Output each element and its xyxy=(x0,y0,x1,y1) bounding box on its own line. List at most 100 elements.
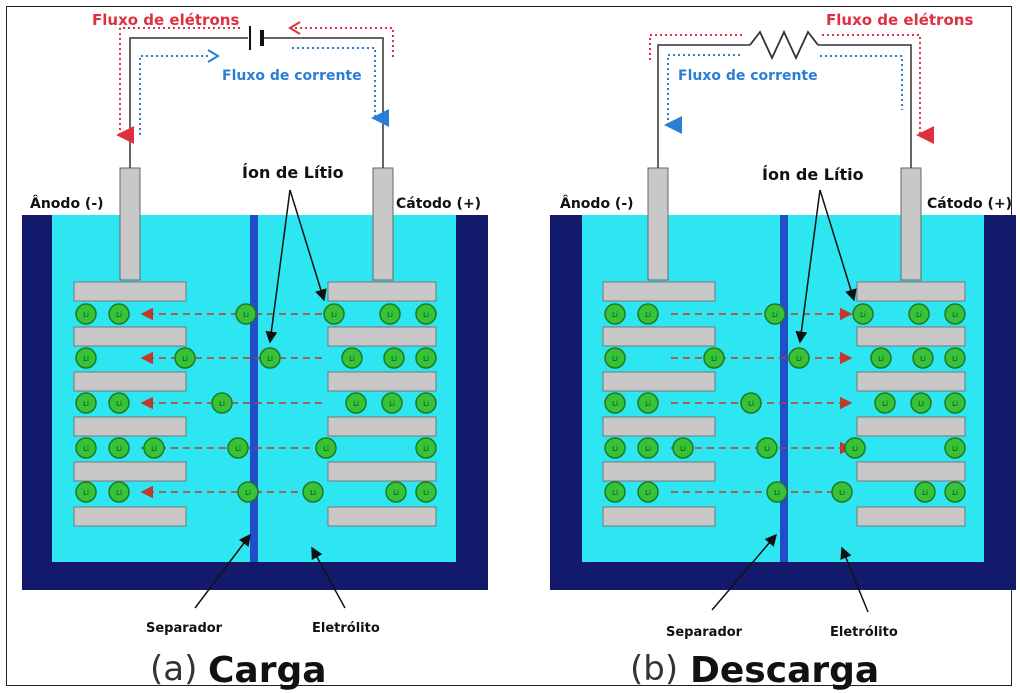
anode-plate xyxy=(73,326,187,347)
electrode-plates xyxy=(73,281,437,527)
cathode-terminal xyxy=(372,167,394,281)
anode-plate xyxy=(602,281,716,302)
lithium-ion-symbol: Li xyxy=(83,355,89,363)
lithium-ion-symbol: Li xyxy=(645,311,651,319)
cathode-plate xyxy=(856,326,966,347)
lithium-ion xyxy=(831,481,853,503)
lithium-ion-symbol: Li xyxy=(423,355,429,363)
cathode-label: Cátodo (+) xyxy=(927,196,1012,212)
wire-left xyxy=(129,37,248,168)
lithium-ion xyxy=(874,392,896,414)
lithium-ion-symbol: Li xyxy=(151,445,157,453)
lithium-ion-symbol: Li xyxy=(243,311,249,319)
lithium-ion xyxy=(385,481,407,503)
lithium-ion-symbol: Li xyxy=(711,355,717,363)
separator-membrane xyxy=(250,215,258,562)
lithium-ion xyxy=(637,392,659,414)
electron-flow-path-right xyxy=(290,27,394,60)
electron-flow-path xyxy=(116,27,240,144)
ion-pointer-1 xyxy=(289,189,327,302)
lithium-ion-symbol: Li xyxy=(389,400,395,408)
lithium-ion-symbol: Li xyxy=(772,311,778,319)
anode-terminal xyxy=(119,167,141,281)
lithium-ion xyxy=(75,303,97,325)
separator-label: Separador xyxy=(146,621,223,636)
cathode-label: Cátodo (+) xyxy=(396,196,481,212)
anode-plate xyxy=(602,371,716,392)
lithium-ion-symbol: Li xyxy=(393,489,399,497)
lithium-ion-label: Íon de Lítio xyxy=(242,163,344,182)
electron-flow-path-left xyxy=(649,34,745,60)
anode-label: Ânodo (-) xyxy=(560,195,634,212)
lithium-ion xyxy=(844,437,866,459)
lithium-ion xyxy=(944,303,966,325)
lithium-ion xyxy=(211,392,233,414)
lithium-ion-symbol: Li xyxy=(310,489,316,497)
lithium-ion-symbol: Li xyxy=(116,489,122,497)
lithium-ion xyxy=(75,437,97,459)
lithium-ion xyxy=(381,392,403,414)
lithium-ion-symbol: Li xyxy=(952,489,958,497)
lithium-ion xyxy=(604,303,626,325)
lithium-ion-symbol: Li xyxy=(839,489,845,497)
lithium-ion-symbol: Li xyxy=(878,355,884,363)
lithium-ion xyxy=(415,437,437,459)
ion-pointer-2 xyxy=(795,189,821,344)
caption-prefix: (a) xyxy=(150,649,197,689)
lithium-ion xyxy=(174,347,196,369)
lithium-ion-symbol: Li xyxy=(83,489,89,497)
electron-flow-label: Fluxo de elétrons xyxy=(826,11,973,29)
electron-flow-label: Fluxo de elétrons xyxy=(92,11,239,29)
lithium-ion xyxy=(415,481,437,503)
anode-plate xyxy=(73,461,187,482)
lithium-ion xyxy=(910,392,932,414)
lithium-ion xyxy=(75,481,97,503)
anode-plate xyxy=(602,461,716,482)
lithium-ion-symbol: Li xyxy=(331,311,337,319)
electrode-plates xyxy=(602,281,966,527)
lithium-ion-symbol: Li xyxy=(645,400,651,408)
current-flow-path-left xyxy=(139,55,208,135)
lithium-ion-symbol: Li xyxy=(748,400,754,408)
current-flow-path xyxy=(664,54,740,134)
lithium-ion xyxy=(75,347,97,369)
lithium-ion-symbol: Li xyxy=(423,311,429,319)
lithium-ion xyxy=(740,392,762,414)
lithium-ion-symbol: Li xyxy=(116,400,122,408)
lithium-ion-symbol: Li xyxy=(423,489,429,497)
lithium-ion xyxy=(341,347,363,369)
wire-right xyxy=(264,37,384,168)
lithium-ion-symbol: Li xyxy=(235,445,241,453)
caption-prefix: (b) xyxy=(630,649,678,689)
current-arrow-head xyxy=(207,49,220,63)
lithium-ion xyxy=(944,392,966,414)
lithium-ion-symbol: Li xyxy=(796,355,802,363)
lithium-ion xyxy=(315,437,337,459)
cathode-plate xyxy=(327,371,437,392)
cathode-plate xyxy=(856,506,966,527)
lithium-ion-symbol: Li xyxy=(680,445,686,453)
electrolyte-label: Eletrólito xyxy=(312,621,380,636)
lithium-ion-symbol: Li xyxy=(612,355,618,363)
lithium-ion xyxy=(944,347,966,369)
cathode-plate xyxy=(327,281,437,302)
electrolyte-label: Eletrólito xyxy=(830,625,898,640)
lithium-ion xyxy=(75,392,97,414)
separator-pointer xyxy=(194,533,251,609)
lithium-ion-symbol: Li xyxy=(852,445,858,453)
ion-pointer-1 xyxy=(819,189,857,302)
lithium-ion xyxy=(637,481,659,503)
lithium-ion xyxy=(302,481,324,503)
lithium-ion-symbol: Li xyxy=(245,489,251,497)
lithium-ion xyxy=(637,303,659,325)
electrolyte-pointer xyxy=(311,546,346,609)
anode-plate xyxy=(73,281,187,302)
lithium-ion xyxy=(604,347,626,369)
lithium-ion xyxy=(766,481,788,503)
